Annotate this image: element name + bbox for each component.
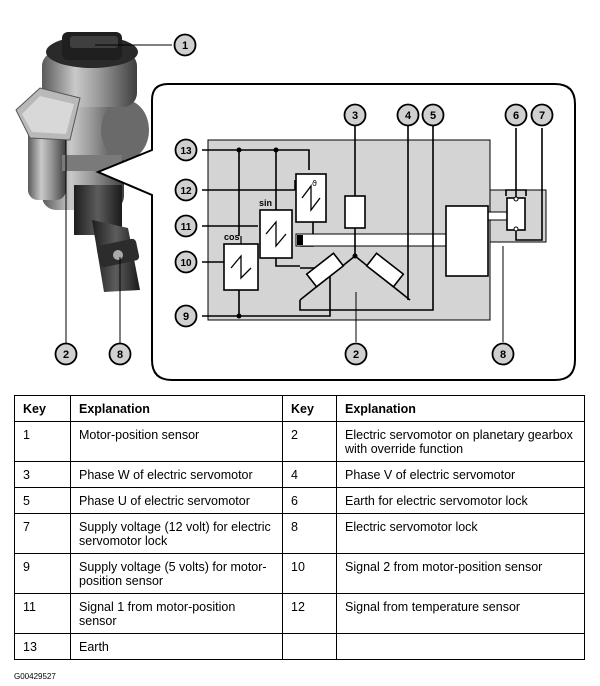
table-row: 5 Phase U of electric servomotor 6 Earth… bbox=[14, 487, 585, 514]
explanation-cell bbox=[336, 633, 585, 660]
table-row: 1 Motor-position sensor 2 Electric servo… bbox=[14, 421, 585, 462]
table-row: 11 Signal 1 from motor-position sensor 1… bbox=[14, 593, 585, 634]
svg-text:8: 8 bbox=[117, 349, 123, 361]
key-cell: 7 bbox=[14, 513, 71, 554]
callout-12: 12 bbox=[174, 178, 198, 202]
svg-text:4: 4 bbox=[405, 110, 412, 122]
callout-3: 3 bbox=[343, 103, 367, 127]
svg-text:2: 2 bbox=[63, 349, 69, 361]
explanation-cell: Earth for electric servomotor lock bbox=[336, 487, 585, 514]
motor-box bbox=[445, 205, 489, 277]
key-cell: 11 bbox=[14, 593, 71, 634]
callout-10: 10 bbox=[174, 250, 198, 274]
callout-1: 1 bbox=[173, 33, 197, 57]
svg-text:11: 11 bbox=[181, 222, 192, 233]
key-table: Key Explanation Key Explanation 1 Motor-… bbox=[14, 395, 585, 660]
explanation-cell: Electric servomotor lock bbox=[336, 513, 585, 554]
header-key-2: Key bbox=[282, 395, 337, 422]
explanation-cell: Electric servomotor on planetary gearbox… bbox=[336, 421, 585, 462]
svg-text:9: 9 bbox=[183, 311, 189, 323]
key-cell: 6 bbox=[282, 487, 337, 514]
svg-text:3: 3 bbox=[352, 110, 358, 122]
explanation-cell: Phase U of electric servomotor bbox=[70, 487, 283, 514]
callout-4: 4 bbox=[396, 103, 420, 127]
callout-7: 7 bbox=[530, 103, 554, 127]
lock-coil bbox=[506, 197, 526, 231]
callout-8-right: 8 bbox=[491, 342, 515, 366]
svg-text:1: 1 bbox=[182, 40, 188, 52]
explanation-cell: Motor-position sensor bbox=[70, 421, 283, 462]
callout-5: 5 bbox=[421, 103, 445, 127]
table-row: 7 Supply voltage (12 volt) for electric … bbox=[14, 513, 585, 554]
svg-text:10: 10 bbox=[180, 258, 192, 269]
explanation-cell: Phase V of electric servomotor bbox=[336, 461, 585, 488]
servomotor-illustration bbox=[15, 32, 149, 292]
callout-8-left: 8 bbox=[108, 342, 132, 366]
servomotor-diagram: cos sin ϑ 1 bbox=[15, 32, 576, 381]
explanation-cell: Earth bbox=[70, 633, 283, 660]
sin-label: sin bbox=[259, 198, 272, 208]
svg-text:5: 5 bbox=[430, 110, 436, 122]
key-cell: 9 bbox=[14, 553, 71, 594]
explanation-cell: Signal from temperature sensor bbox=[336, 593, 585, 634]
phase-u-winding bbox=[305, 252, 345, 288]
image-code: G00429527 bbox=[14, 672, 56, 681]
theta-label: ϑ bbox=[312, 179, 317, 188]
key-cell: 8 bbox=[282, 513, 337, 554]
lock-shaft bbox=[486, 211, 508, 221]
callout-2-right: 2 bbox=[344, 342, 368, 366]
table-row: 3 Phase W of electric servomotor 4 Phase… bbox=[14, 461, 585, 488]
key-cell: 13 bbox=[14, 633, 71, 660]
table-header-row: Key Explanation Key Explanation bbox=[14, 395, 585, 422]
table-row: 13 Earth bbox=[14, 633, 585, 660]
key-cell bbox=[282, 633, 337, 660]
callout-6: 6 bbox=[504, 103, 528, 127]
header-key-1: Key bbox=[14, 395, 71, 422]
key-cell: 3 bbox=[14, 461, 71, 488]
key-cell: 12 bbox=[282, 593, 337, 634]
key-cell: 5 bbox=[14, 487, 71, 514]
key-cell: 4 bbox=[282, 461, 337, 488]
key-cell: 1 bbox=[14, 421, 71, 462]
svg-text:2: 2 bbox=[353, 349, 359, 361]
callout-9: 9 bbox=[174, 304, 198, 328]
header-explanation-1: Explanation bbox=[70, 395, 283, 422]
explanation-cell: Supply voltage (5 volts) for motor-posit… bbox=[70, 553, 283, 594]
key-cell: 2 bbox=[282, 421, 337, 462]
callout-13: 13 bbox=[174, 138, 198, 162]
callout-11: 11 bbox=[174, 214, 198, 238]
explanation-cell: Signal 2 from motor-position sensor bbox=[336, 553, 585, 594]
svg-text:8: 8 bbox=[500, 349, 506, 361]
header-explanation-2: Explanation bbox=[336, 395, 585, 422]
cos-sensor bbox=[223, 243, 259, 291]
phase-w-winding bbox=[344, 195, 366, 229]
phase-v-winding bbox=[365, 252, 405, 288]
explanation-cell: Supply voltage (12 volt) for electric se… bbox=[70, 513, 283, 554]
svg-text:6: 6 bbox=[513, 110, 519, 122]
key-cell: 10 bbox=[282, 553, 337, 594]
explanation-cell: Signal 1 from motor-position sensor bbox=[70, 593, 283, 634]
explanation-cell: Phase W of electric servomotor bbox=[70, 461, 283, 488]
table-row: 9 Supply voltage (5 volts) for motor-pos… bbox=[14, 553, 585, 594]
svg-text:7: 7 bbox=[539, 110, 545, 122]
cos-label: cos bbox=[224, 232, 240, 242]
callout-2-left: 2 bbox=[54, 342, 78, 366]
shaft bbox=[295, 233, 447, 247]
svg-text:13: 13 bbox=[180, 146, 192, 157]
svg-text:12: 12 bbox=[180, 186, 192, 197]
